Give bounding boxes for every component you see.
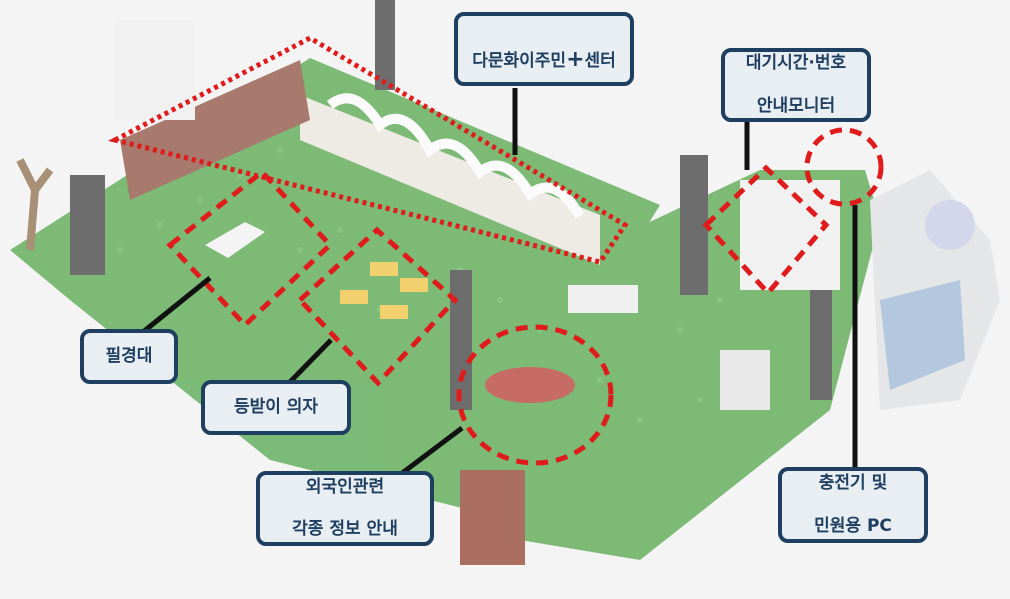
lego-scene [10, 0, 1000, 565]
grey-box-2 [568, 285, 638, 313]
label-foreigner-info: 외국인관련 각종 정보 안내 [256, 471, 434, 546]
white-tower [115, 20, 195, 120]
umbrella [925, 200, 975, 250]
monitor-area-outline [702, 164, 830, 297]
back-wall [300, 95, 600, 265]
center-area-outline [108, 35, 629, 265]
fireplace [460, 470, 525, 565]
arches [326, 93, 585, 219]
pillar-4 [450, 270, 472, 410]
highlights [108, 35, 884, 466]
label-multicultural-center: 다문화이주민+센터 [454, 12, 634, 86]
label-wait-time-monitor: 대기시간·번호 안내모니터 [721, 48, 871, 122]
label-charger-pc: 충전기 및 민원용 PC [778, 467, 928, 543]
connector-chairs [286, 338, 333, 386]
pillar-5 [810, 290, 832, 400]
charger-circle-outline [804, 127, 884, 207]
label-backrest-chairs: 등받이 의자 [201, 380, 351, 435]
chairs-area-outline [296, 226, 459, 387]
connector-desk [141, 276, 212, 334]
monitor-block [740, 180, 840, 290]
left-wall [120, 60, 310, 200]
label-writing-desk: 필경대 [80, 329, 178, 384]
pillar-2 [375, 0, 395, 90]
tree-left [16, 158, 54, 251]
info-desk-shape [485, 367, 575, 403]
yellow-chairs [340, 262, 428, 319]
pillar-1 [70, 175, 105, 275]
grey-box-1 [720, 350, 770, 410]
blue-floor [880, 280, 965, 390]
desk-area-outline [166, 168, 334, 329]
white-desk-shape [205, 222, 265, 258]
connectors [141, 88, 858, 482]
sign-board [470, 85, 550, 125]
info-circle-outline [456, 324, 614, 466]
